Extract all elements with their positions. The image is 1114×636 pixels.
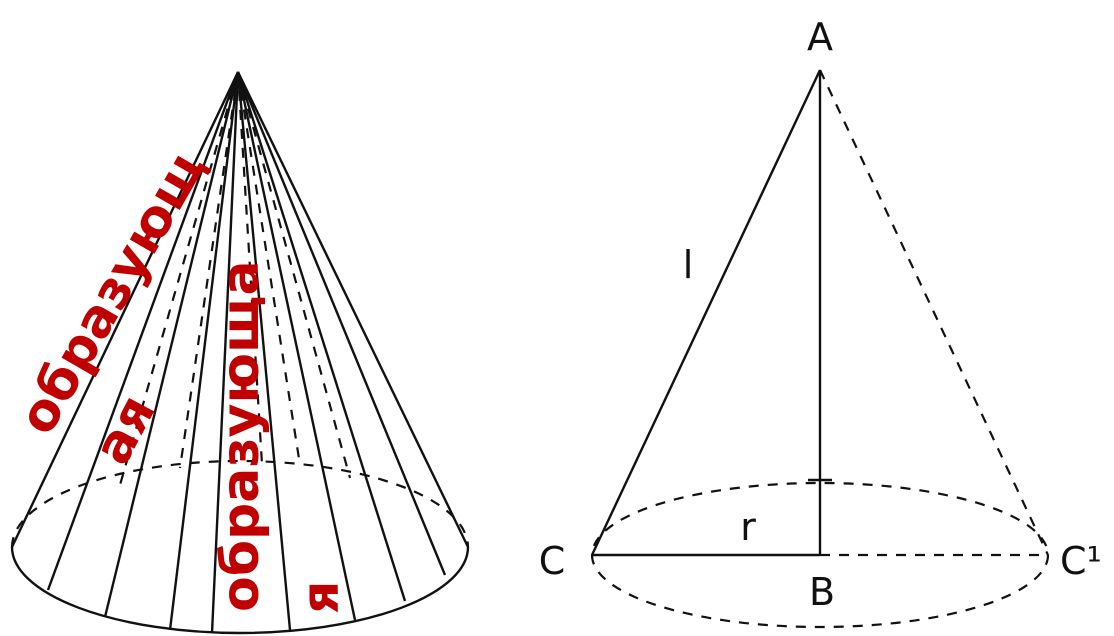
right-cone: A B C C¹ l r <box>539 15 1102 629</box>
left-cone-outline-left <box>10 71 240 548</box>
generatrix-label-2-line2: я <box>291 581 351 614</box>
point-label-B: B <box>809 570 835 614</box>
point-label-C1: C¹ <box>1060 539 1102 583</box>
point-label-C: C <box>539 539 566 583</box>
left-cone-outline-right <box>236 71 470 548</box>
radius-label-r: r <box>740 505 756 549</box>
left-cone-front-generatrices <box>46 71 447 634</box>
slant-label-l: l <box>683 243 694 287</box>
left-cone-back-generatrices <box>118 71 352 486</box>
left-cone-base-front <box>10 546 470 635</box>
generatrix-label-2-line1: образующа <box>211 260 271 612</box>
left-cone: образующ ая образующа я <box>7 71 470 635</box>
point-label-A: A <box>807 15 833 59</box>
slant-height-AC <box>590 69 822 556</box>
side-AC1 <box>819 69 1049 556</box>
